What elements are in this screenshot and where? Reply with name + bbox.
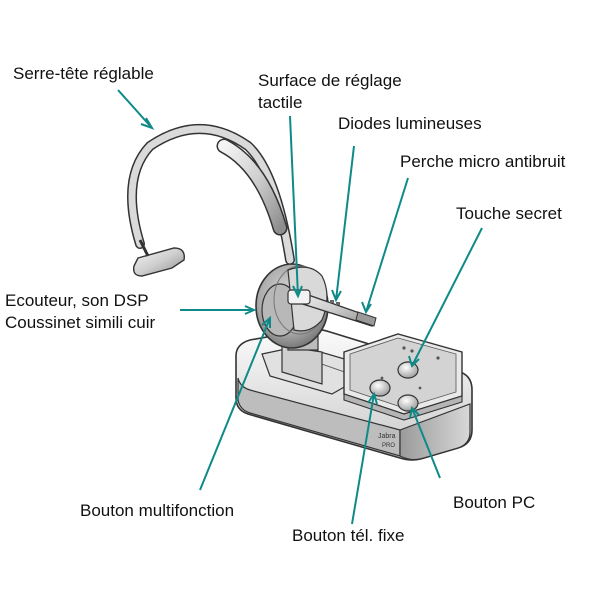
label-earpiece-line1: Ecouteur, son DSP [5,291,149,310]
base-side-face [399,403,471,461]
label-earpiece: Ecouteur, son DSP Coussinet simili cuir [5,290,155,334]
base-model-text: PRO [382,443,395,449]
headset [127,124,377,349]
label-leds: Diodes lumineuses [338,114,482,133]
desk-phone-button[interactable] [369,379,391,397]
base-station [235,328,473,461]
stabilizer-pad [132,247,185,277]
label-touch-panel-line1: Surface de réglage [258,71,402,90]
label-mute: Touche secret [456,204,562,223]
label-earpiece-line2: Coussinet simili cuir [5,313,156,332]
label-headband: Serre-tête réglable [13,64,154,83]
label-boom: Perche micro antibruit [400,152,566,171]
label-pc: Bouton PC [453,493,536,512]
label-desk-phone: Bouton tél. fixe [292,526,405,545]
boom-hinge [287,289,311,305]
pc-button[interactable] [397,394,419,412]
callout-lines [117,89,483,525]
base-brand-text: Jabra [378,433,396,440]
label-multifunction: Bouton multifonction [80,501,235,520]
label-touch-panel: Surface de réglage tactile [258,70,402,114]
label-touch-panel-line2: tactile [258,93,303,112]
